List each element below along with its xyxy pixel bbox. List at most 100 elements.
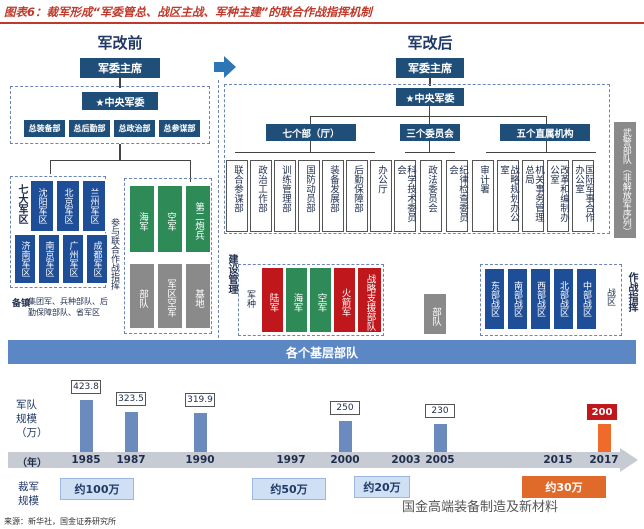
cut-4: 约30万 [522,476,606,498]
cut-2: 约50万 [252,478,326,500]
theater-north: 北部战区 [553,268,574,330]
branch-navy: 海军 [286,268,307,332]
timeline-bar [8,452,623,468]
figure-title: 图表6：裁军形成“军委管总、战区主战、军种主建”的联合作战指挥机制 [4,5,372,19]
agency-strategy: 战略规划办公室 [497,160,519,232]
three-committees: 科学技术委员会 政法委员会 纪律检查委员会 [394,160,468,232]
theaters-frame [480,264,622,336]
scale-value-1990: 319.9 [185,393,215,407]
before-departments: 总装备部 总后勤部 总政治部 总参谋部 [24,120,200,137]
dept-equipment: 装备发展部 [322,160,344,232]
committee-discipline: 纪律检查委员会 [446,160,468,232]
before-heading: 军改前 [97,34,143,52]
region-jinan: 济南军区 [14,234,36,284]
theater-label: 战区 [605,288,615,306]
group-three: 三个委员会 [400,124,460,141]
year-1987: 1987 [116,454,146,466]
year-2015: 2015 [543,454,573,466]
seven-depts: 联合参谋部 政治工作部 训练管理部 国防动员部 装备发展部 后勤保障部 办公厅 [226,160,392,232]
region-lanzhou: 兰州军区 [82,180,106,232]
branch-rocket: 火箭军 [334,268,355,332]
agency-intl: 国际军事合作办公室 [572,160,594,232]
timeline-start: （年） [17,458,47,469]
year-2005: 2005 [425,454,455,466]
title-underline [0,22,644,24]
build-label: 建设管理 [226,254,237,294]
before-air-region: 军区空军 [158,264,182,328]
divider [218,80,219,338]
theater-south: 南部战区 [507,268,528,330]
dept-office: 办公厅 [370,160,392,232]
transition-arrow [214,56,236,78]
year-labels: 1985 1987 1990 1997 2000 2003 2005 2015 2017 [0,454,644,470]
scale-bar-1987 [125,412,138,452]
year-1997: 1997 [276,454,306,466]
regions-frame [10,176,106,288]
branch-label: 军种 [245,290,255,308]
cut-3: 约20万 [354,476,410,498]
grassroots-band: 各个基层部队 [8,340,636,364]
agency-affairs: 机关事务管理总局 [522,160,544,232]
after-troops: 部队 [424,294,446,334]
before-connector [119,78,121,88]
timeline-arrow [620,448,638,472]
before-airforce: 空军 [158,186,182,252]
branch-strategic-support: 战略支援部队 [358,268,381,332]
scale-bar-2017 [598,424,611,452]
dept-joint-staff: 联合参谋部 [226,160,248,232]
group-five: 五个直属机构 [500,124,590,141]
before-base: 基地 [186,264,210,328]
branches-frame [238,264,384,336]
equip-text: 集团军、兵种部队、后勤保障部队、省军区 [28,297,108,317]
branch-airforce: 空军 [310,268,331,332]
scale-bar-1990 [194,413,207,452]
committee-law: 政法委员会 [420,160,442,232]
year-2003: 2003 [391,454,421,466]
agency-audit: 审计署 [472,160,494,232]
services-frame [124,178,212,334]
scale-value-1987: 323.5 [116,392,146,406]
group-seven: 七个部（厅） [266,124,356,141]
dept-training: 训练管理部 [274,160,296,232]
cut-1: 约100万 [60,478,134,500]
agency-reform: 改革和编制办公室 [547,160,569,232]
after-central-frame [224,84,610,234]
before-navy: 海军 [130,186,154,252]
region-chengdu: 成都军区 [86,234,108,284]
scale-value-1985: 423.8 [71,380,101,394]
scale-bar-1985 [80,400,93,452]
source-note: 来源：新华社，国金证券研究所 [4,517,116,526]
before-navy-units: 部队 [130,264,154,328]
before-dept-1: 总装备部 [24,120,65,137]
year-1990: 1990 [185,454,215,466]
dept-mobilization: 国防动员部 [298,160,320,232]
combat-label: 作战指挥 [626,272,637,312]
scale-value-2000: 250 [330,401,360,415]
dept-logistics: 后勤保障部 [346,160,368,232]
committee-science: 科学技术委员会 [394,160,416,232]
region-nanjing: 南京军区 [38,234,60,284]
year-2000: 2000 [330,454,360,466]
scale-bar-2005 [434,424,447,452]
scale-label: 军队规模（万） [16,399,48,439]
before-cmc: 军委主席 [80,58,160,78]
before-second-artillery: 第二炮兵 [186,186,210,252]
theater-east: 东部战区 [484,268,505,330]
dept-political: 政治工作部 [250,160,272,232]
watermark: 国金高端装备制造及新材料 [402,500,559,515]
year-1985: 1985 [71,454,101,466]
region-beijing: 北京军区 [56,180,80,232]
after-central: ★中央军委 [396,88,464,106]
scale-bar-2000 [339,421,352,452]
five-agencies: 审计署 战略规划办公室 机关事务管理总局 改革和编制办公室 国际军事合作办公室 [472,160,594,232]
theater-central: 中部战区 [576,268,597,330]
cut-label: 裁军规模 [18,481,39,507]
region-guangzhou: 广州军区 [62,234,84,284]
after-heading: 军改后 [407,34,453,52]
armed-police: 武警部队（非解放军序列） [614,122,636,238]
joint-ops-label: 参与联合作战指挥 [109,218,119,290]
scale-value-2005: 230 [425,404,455,418]
year-2017: 2017 [589,454,619,466]
before-dept-4: 总参谋部 [159,120,200,137]
